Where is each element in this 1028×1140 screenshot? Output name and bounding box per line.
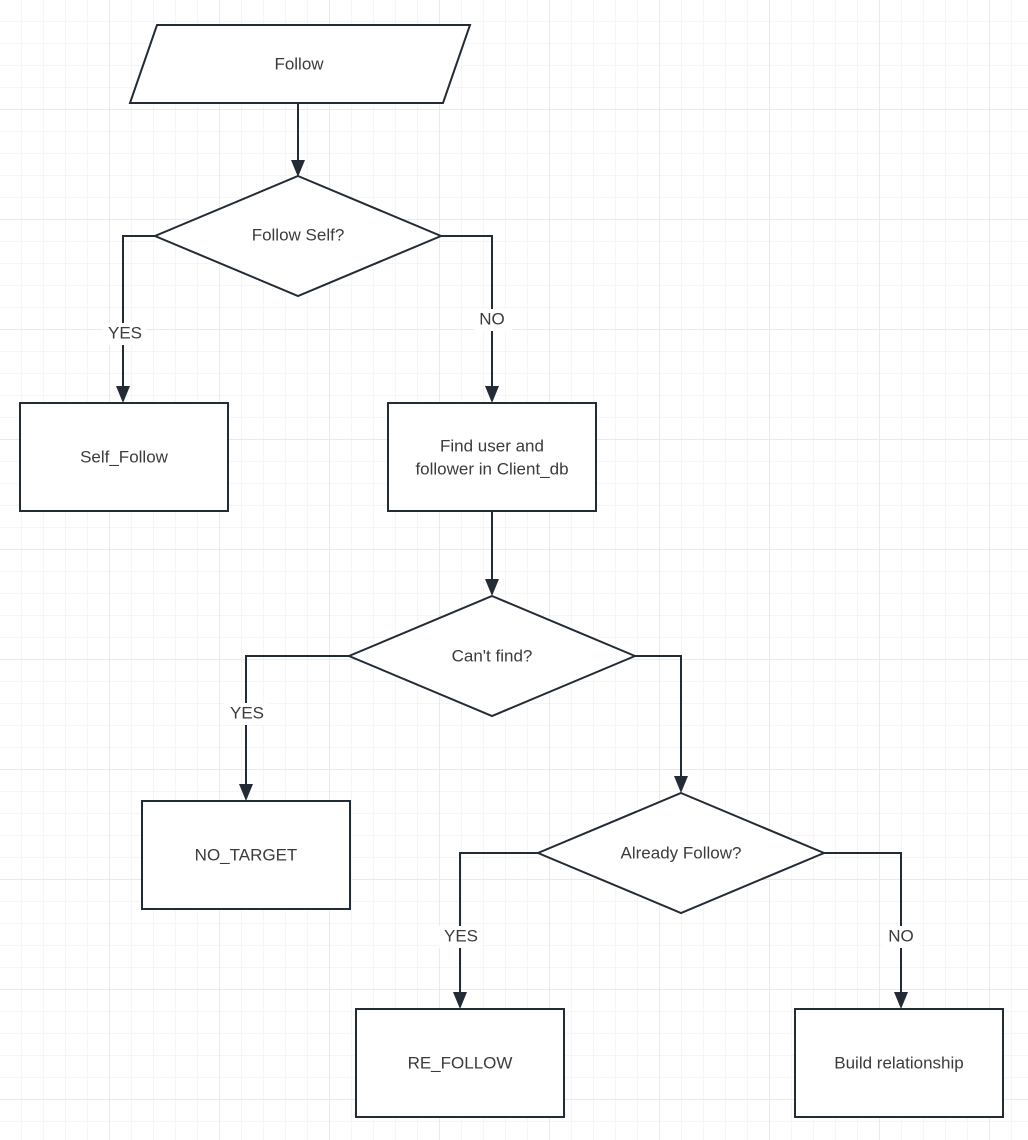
edge-label-no-build-relationship: NO [888, 926, 914, 945]
edge-label-yes-no-target: YES [230, 703, 264, 722]
node-no-target[interactable]: NO_TARGET [141, 800, 351, 910]
edge-label-no-find-user: NO [479, 309, 505, 328]
node-label-follow-self: Follow Self? [252, 225, 345, 244]
edge-label-backdrop [225, 703, 269, 725]
edge-label-backdrop [474, 309, 512, 331]
arrowhead-icon [894, 992, 908, 1009]
edge-already-follow-yes: YES [439, 852, 538, 1009]
edge-line [122, 235, 155, 392]
edge-already-follow-no: NO [824, 852, 921, 1009]
node-label-self-follow: Self_Follow [80, 447, 169, 466]
node-already-follow[interactable]: Already Follow? [535, 791, 827, 915]
node-self-follow[interactable]: Self_Follow [19, 402, 229, 512]
edge-follow-self-yes: YES [103, 235, 155, 403]
node-follow[interactable]: Follow [128, 24, 472, 104]
edge-label-yes-self-follow: YES [108, 323, 142, 342]
node-follow-self[interactable]: Follow Self? [152, 174, 444, 298]
edge-follow-self-no: NO [441, 235, 512, 403]
node-build-relationship[interactable]: Build relationship [794, 1008, 1004, 1118]
arrowhead-icon [291, 160, 305, 177]
rectangle-shape [355, 1008, 565, 1118]
edge-cant-find-yes: YES [225, 655, 349, 801]
edge-label-backdrop [103, 323, 147, 345]
edge-line [635, 655, 682, 782]
edge-cant-find-to-already-follow [635, 655, 688, 793]
node-label-follow: Follow [274, 54, 324, 73]
edge-find-user-to-cant-find [485, 511, 499, 596]
rectangle-shape [19, 402, 229, 512]
node-label-no-target: NO_TARGET [195, 845, 298, 864]
edge-label-backdrop [883, 926, 921, 948]
node-label-build-relationship: Build relationship [834, 1053, 963, 1072]
arrowhead-icon [485, 579, 499, 596]
node-label-find-user-line2: follower in Client_db [415, 459, 568, 478]
node-label-find-user-line1: Find user and [440, 436, 544, 455]
arrowhead-icon [453, 992, 467, 1009]
edge-label-backdrop [439, 926, 483, 948]
node-label-cant-find: Can't find? [452, 646, 533, 665]
arrowhead-icon [485, 386, 499, 403]
edge-line [441, 235, 493, 392]
arrowhead-icon [239, 784, 253, 801]
node-find-user[interactable]: Find user and follower in Client_db [387, 402, 597, 512]
edge-line [824, 852, 902, 998]
diamond-shape [346, 594, 638, 718]
parallelogram-shape [128, 24, 472, 104]
arrowhead-icon [116, 386, 130, 403]
diamond-shape [535, 791, 827, 915]
edge-line [245, 655, 349, 790]
arrowhead-icon [674, 776, 688, 793]
node-label-already-follow: Already Follow? [621, 843, 742, 862]
node-cant-find[interactable]: Can't find? [346, 594, 638, 718]
edge-line [459, 852, 538, 998]
node-label-re-follow: RE_FOLLOW [408, 1053, 513, 1072]
edge-follow-to-follow-self [291, 104, 305, 177]
rectangle-shape [387, 402, 597, 512]
node-re-follow[interactable]: RE_FOLLOW [355, 1008, 565, 1118]
rectangle-shape [141, 800, 351, 910]
diamond-shape [152, 174, 444, 298]
rectangle-shape [794, 1008, 1004, 1118]
edge-label-yes-re-follow: YES [444, 926, 478, 945]
